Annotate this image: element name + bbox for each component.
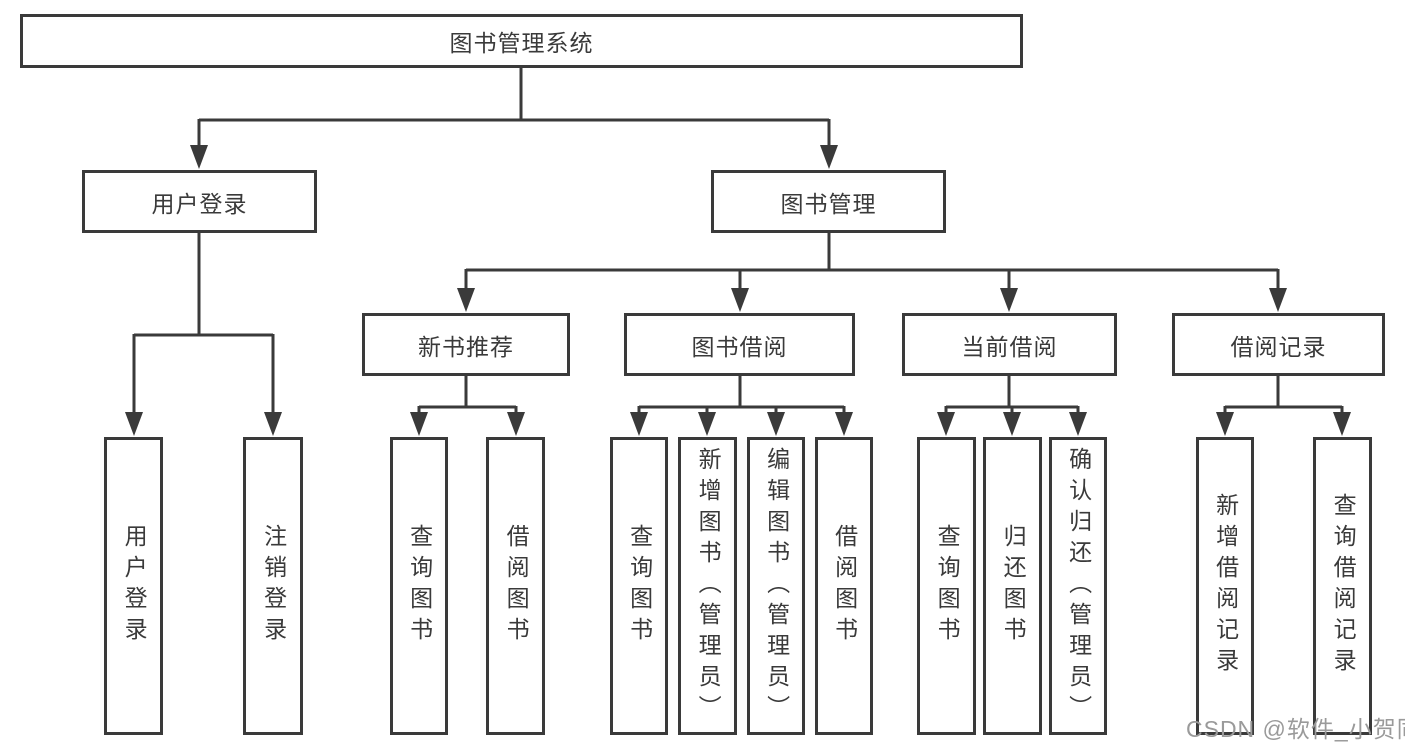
- arrowhead: [1216, 412, 1234, 436]
- node-user-login: 用户登录: [82, 170, 317, 233]
- arrowhead: [731, 288, 749, 312]
- arrowhead: [190, 145, 208, 169]
- arrowhead: [264, 412, 282, 436]
- node-leaf-current-return-books-label: 归还图书: [1000, 524, 1027, 648]
- node-leaf-borrowing-edit-books-admin-label: 编辑图书（管理员）: [763, 446, 790, 726]
- node-leaf-user-login: 用户登录: [104, 437, 163, 735]
- node-leaf-records-add-record: 新增借阅记录: [1196, 437, 1254, 735]
- node-leaf-current-confirm-return-admin: 确认归还（管理员）: [1049, 437, 1107, 735]
- arrowhead: [125, 412, 143, 436]
- node-leaf-recommend-borrow-books-label: 借阅图书: [503, 524, 530, 648]
- node-leaf-borrowing-borrow-books: 借阅图书: [815, 437, 873, 735]
- node-leaf-logout: 注销登录: [243, 437, 303, 735]
- arrowhead: [1333, 412, 1351, 436]
- node-root: 图书管理系统: [20, 14, 1023, 68]
- arrowhead: [767, 412, 785, 436]
- csdn-watermark: CSDN @软件_小贺同学: [1186, 716, 1405, 742]
- node-leaf-current-query-books-label: 查询图书: [934, 524, 961, 648]
- node-borrowing-records-label: 借阅记录: [1230, 333, 1327, 360]
- node-leaf-records-add-record-label: 新增借阅记录: [1212, 493, 1239, 679]
- arrowhead: [507, 412, 525, 436]
- arrowhead: [630, 412, 648, 436]
- node-current-borrowing: 当前借阅: [902, 313, 1117, 376]
- arrowhead: [820, 145, 838, 169]
- arrowhead: [1003, 412, 1021, 436]
- node-borrowing-records: 借阅记录: [1172, 313, 1385, 376]
- connector-lines: [132, 68, 1344, 413]
- node-leaf-current-confirm-return-admin-label: 确认归还（管理员）: [1065, 446, 1092, 726]
- arrowhead: [1000, 288, 1018, 312]
- node-book-management-label: 图书管理: [780, 190, 877, 217]
- arrowhead: [835, 412, 853, 436]
- node-leaf-records-query-record: 查询借阅记录: [1313, 437, 1372, 735]
- arrowhead: [457, 288, 475, 312]
- node-leaf-recommend-borrow-books: 借阅图书: [486, 437, 545, 735]
- arrowhead: [1269, 288, 1287, 312]
- node-leaf-current-query-books: 查询图书: [917, 437, 976, 735]
- arrowhead: [937, 412, 955, 436]
- arrowhead: [698, 412, 716, 436]
- node-leaf-borrowing-add-books-admin: 新增图书（管理员）: [678, 437, 737, 735]
- node-book-borrowing-label: 图书借阅: [691, 333, 788, 360]
- node-leaf-borrowing-query-books-label: 查询图书: [626, 524, 653, 648]
- node-book-borrowing: 图书借阅: [624, 313, 855, 376]
- node-leaf-borrowing-query-books: 查询图书: [610, 437, 668, 735]
- node-leaf-current-return-books: 归还图书: [983, 437, 1042, 735]
- node-new-book-recommend-label: 新书推荐: [418, 333, 514, 360]
- node-leaf-logout-label: 注销登录: [260, 524, 287, 648]
- node-leaf-borrowing-add-books-admin-label: 新增图书（管理员）: [695, 446, 722, 726]
- node-user-login-label: 用户登录: [151, 190, 248, 217]
- node-root-label: 图书管理系统: [449, 30, 594, 56]
- node-leaf-borrowing-edit-books-admin: 编辑图书（管理员）: [747, 437, 805, 735]
- node-new-book-recommend: 新书推荐: [362, 313, 570, 376]
- node-leaf-records-query-record-label: 查询借阅记录: [1330, 493, 1357, 679]
- arrowhead: [1069, 412, 1087, 436]
- node-book-management: 图书管理: [711, 170, 946, 233]
- arrowhead: [410, 412, 428, 436]
- node-leaf-user-login-label: 用户登录: [121, 524, 148, 648]
- node-leaf-borrowing-borrow-books-label: 借阅图书: [831, 524, 858, 648]
- node-leaf-recommend-query-books-label: 查询图书: [406, 524, 433, 648]
- node-leaf-recommend-query-books: 查询图书: [390, 437, 448, 735]
- arrowheads: [125, 145, 1351, 436]
- node-current-borrowing-label: 当前借阅: [961, 333, 1058, 360]
